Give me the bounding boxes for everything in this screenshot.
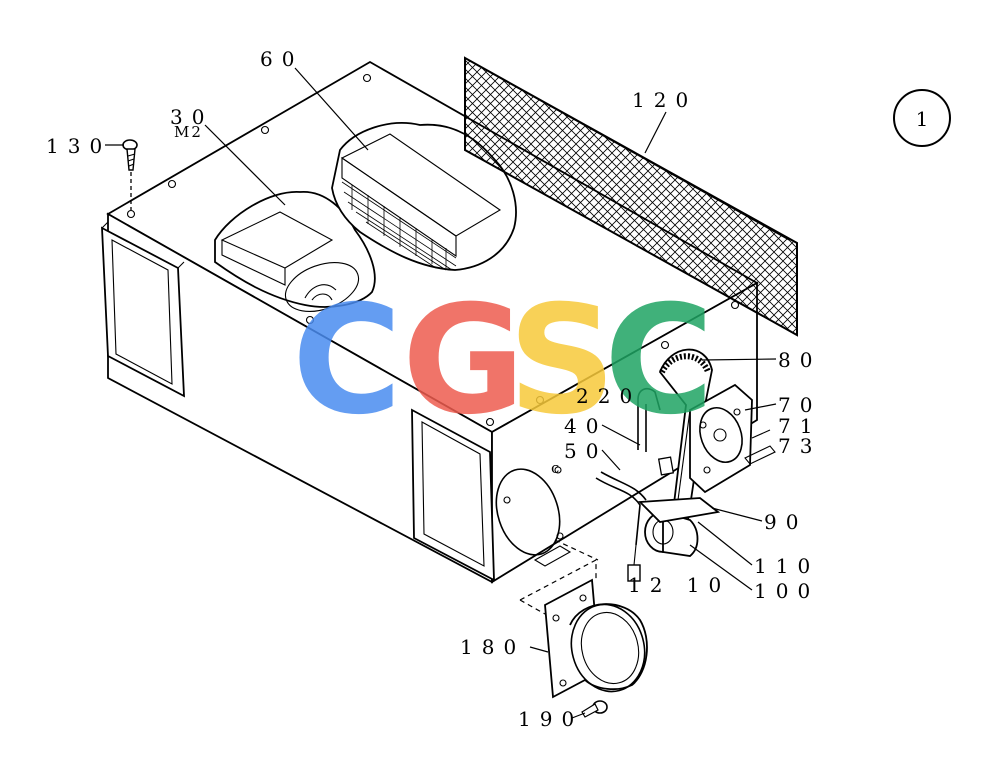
end-face-mark: c [551,459,561,477]
screw [122,139,138,210]
outlet-flange [519,539,648,699]
callout-73: 73 [778,434,821,458]
filter-cutaway [331,122,517,271]
detail-number: 1 [916,107,929,131]
watermark-letter-s: S [508,274,616,448]
outlet-opening [495,468,561,556]
valve-assembly [595,348,776,582]
detail-number-badge: 1 [893,89,951,147]
callout-12-10: 12 10 [628,573,730,597]
callout-190: 190 [518,707,583,731]
callout-60: 60 [260,47,303,71]
watermark-letter-c2: C [604,274,714,448]
callout-71: 71 [778,414,821,438]
callout-50: 50 [564,439,607,463]
callout-220: 220 [576,384,641,408]
flange-screw [581,700,608,718]
callout-30: 30 [170,105,213,129]
callout-180: 180 [460,635,525,659]
callout-80: 80 [778,348,821,372]
watermark: C G S C [292,274,714,448]
callout-110: 110 [754,554,819,578]
callout-130: 130 [46,134,111,158]
watermark-letter-g: G [402,274,525,448]
middle-gasket-pad [411,408,495,582]
callout-120: 120 [632,88,697,112]
watermark-letter-c1: C [292,274,402,448]
callout-100: 100 [754,579,819,603]
blower-cutaway [214,191,376,312]
callout-labels: 60 30 M2 130 120 80 220 70 71 73 40 50 9… [46,47,821,731]
callout-m2: M2 [174,123,203,141]
callout-40: 40 [564,414,607,438]
callout-90: 90 [764,510,807,534]
left-gasket-pad [101,221,185,398]
leader-lines [105,67,777,719]
callout-70: 70 [778,393,821,417]
grille-panel [464,56,798,337]
bottom-bracket [533,545,572,567]
